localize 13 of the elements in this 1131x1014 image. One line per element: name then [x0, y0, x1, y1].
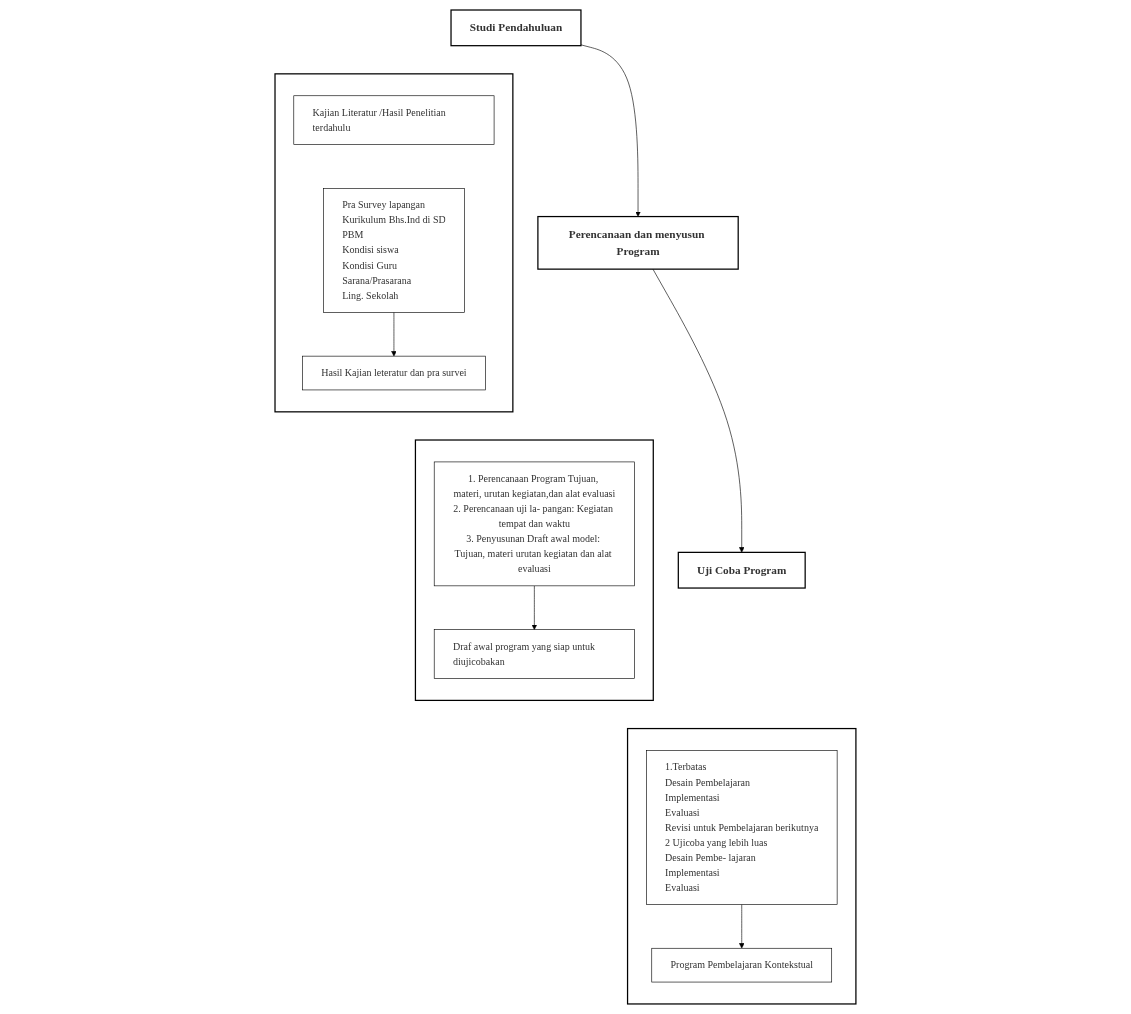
cluster	[414, 439, 654, 702]
node-box: Perencanaan dan menyusun Program	[537, 215, 739, 270]
node-box: Studi Pendahuluan	[450, 9, 582, 47]
node-box: Hasil Kajian leteratur dan pra survei	[302, 355, 486, 391]
node-box: Draf awal program yang siap untuk diujicobakan	[433, 629, 635, 679]
node-box: Uji Coba Program	[677, 551, 806, 589]
node-box: 1.Terbatas Desain Pembelajaran Implementasi Evaluasi Revisi untuk Pembelajaran berikutnya 2 Ujicoba yang lebih luas Desain Pembe- lajaran Implementasi Evaluasi	[646, 750, 838, 905]
node-box: 1. Perencanaan Program Tujuan, materi, urutan kegiatan,dan alat evaluasi 2. Perencanaan uji la- pangan: Kegiatan tempat dan waktu 3. Penyusunan Draft awal model: Tujuan, materi urutan kegiatan dan alat evaluasi	[433, 461, 635, 587]
node-box: Pra Survey lapangan Kurikulum Bhs.Ind di SD PBM Kondisi siswa Kondisi Guru Sarana/Prasarana Ling. Sekolah	[323, 188, 465, 313]
node-box: Kajian Literatur /Hasil Penelitian terdahulu	[293, 95, 495, 145]
cluster	[626, 727, 857, 1005]
cluster	[274, 73, 514, 413]
node-box: Program Pembelajaran Kontekstual	[651, 947, 833, 983]
